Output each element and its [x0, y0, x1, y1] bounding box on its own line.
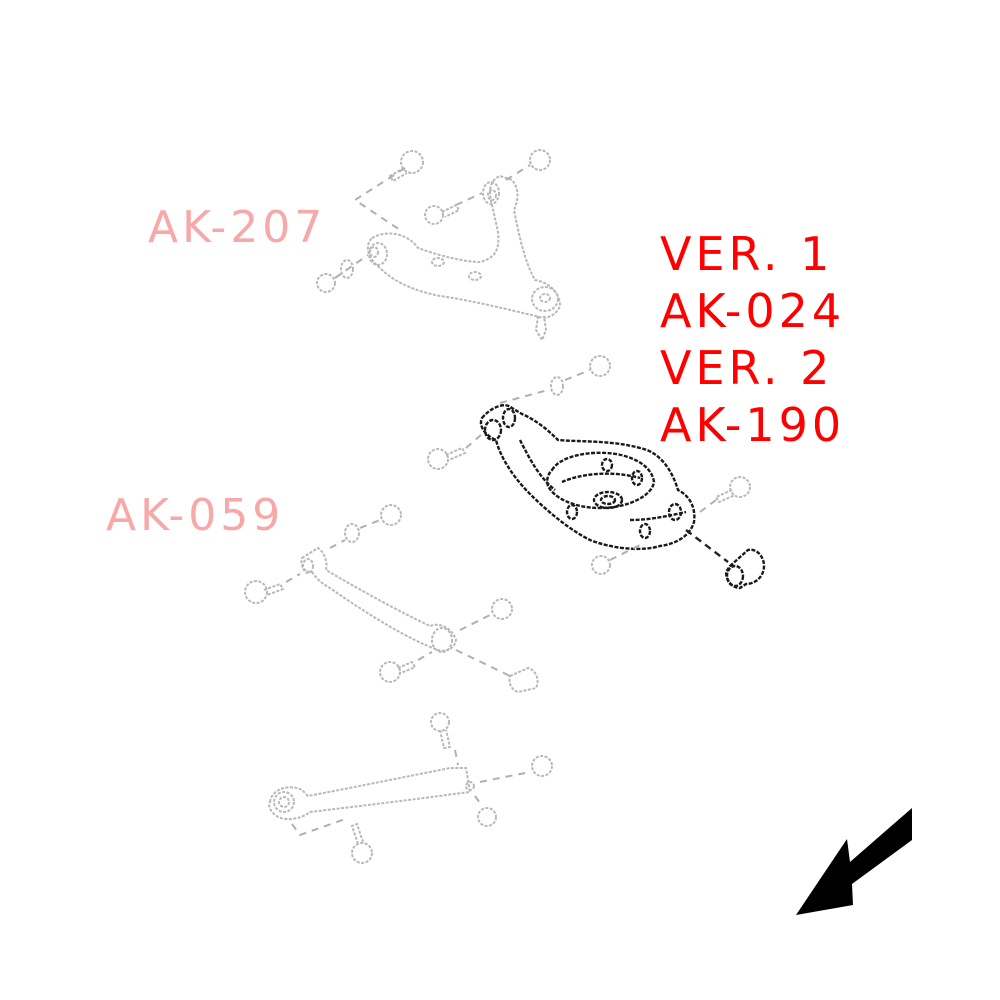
label-upper-arm-part-number: AK-207: [148, 202, 327, 253]
direction-arrow-icon: [796, 808, 912, 915]
toe-link: [268, 712, 553, 864]
upper-control-arm: [316, 149, 562, 343]
lateral-link: [244, 504, 539, 694]
label-lower-arm-part-numbers: VER. 1 AK-024 VER. 2 AK-190: [660, 226, 845, 454]
label-ak-190: AK-190: [660, 398, 846, 452]
label-version-2: VER. 2: [660, 341, 834, 395]
label-ak-024: AK-024: [660, 284, 846, 338]
label-lateral-link-part-number: AK-059: [106, 490, 285, 541]
lower-control-arm: [427, 355, 766, 590]
label-version-1: VER. 1: [660, 227, 834, 281]
